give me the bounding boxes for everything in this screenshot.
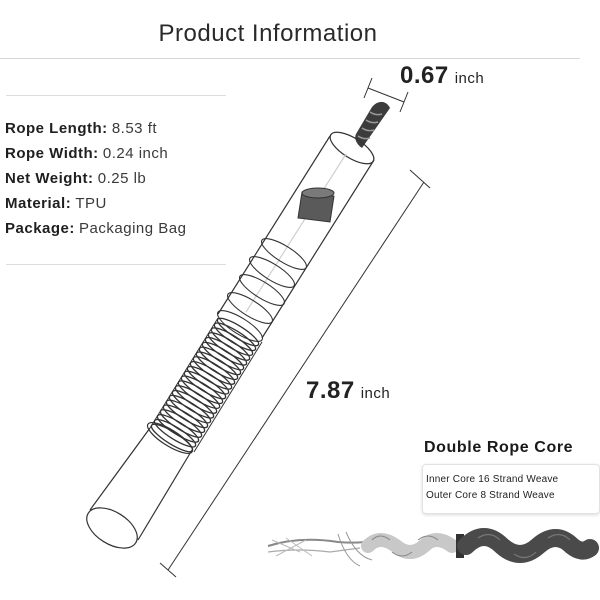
rope-width-dimension — [363, 77, 409, 113]
grip-rib — [153, 418, 197, 448]
spec-value: 0.24 inch — [102, 145, 169, 162]
spec-row-package: Package: Packaging Bag — [5, 216, 186, 241]
specs-top-divider — [6, 95, 226, 96]
dimension-value: 0.67 — [400, 62, 449, 89]
page-title: Product Information — [158, 20, 378, 47]
grip-rib — [168, 394, 212, 424]
grip-rib — [204, 336, 248, 366]
rope-segment-icon — [355, 101, 390, 148]
spec-value: Packaging Bag — [79, 220, 187, 237]
specs-bottom-divider — [6, 264, 226, 265]
dimension-unit: inch — [360, 385, 391, 402]
spec-row-net-weight: Net Weight: 0.25 lb — [5, 166, 186, 191]
rope-core-info-box: Inner Core 16 Strand Weave Outer Core 8 … — [422, 464, 600, 514]
spec-value: 8.53 ft — [111, 120, 158, 137]
rope-core-line-outer: Outer Core 8 Strand Weave — [426, 490, 555, 501]
grip-rib — [198, 346, 242, 376]
tube-rings — [216, 238, 308, 342]
grip-rib — [171, 389, 215, 419]
spec-row-rope-length: Rope Length: 8.53 ft — [5, 116, 186, 141]
grip-rib — [186, 365, 230, 395]
grip-rib — [156, 414, 200, 443]
dimension-unit: inch — [454, 70, 485, 87]
spec-label: Rope Width: — [5, 145, 99, 162]
title-divider — [0, 58, 580, 59]
spec-label: Package: — [5, 220, 75, 237]
handle-tube — [217, 131, 375, 339]
spec-value: 0.25 lb — [97, 170, 147, 187]
grip-rib — [207, 332, 251, 361]
rope-width-label: 0.67 inch — [400, 62, 484, 90]
grip-rib — [189, 361, 233, 390]
spec-label: Material: — [5, 195, 72, 212]
grip-rib — [216, 317, 260, 347]
spec-row-material: Material: TPU — [5, 191, 186, 216]
rope-core-line-inner: Inner Core 16 Strand Weave — [426, 474, 559, 485]
grip-rib — [201, 341, 245, 371]
spec-value: TPU — [75, 195, 107, 212]
rope-core-icon — [267, 528, 599, 567]
spec-row-rope-width: Rope Width: 0.24 inch — [5, 141, 186, 166]
grip-rib — [165, 399, 209, 429]
grip-rib — [183, 370, 227, 400]
handle-length-dimension — [159, 169, 431, 578]
spec-label: Net Weight: — [5, 170, 94, 187]
grip-ribs-detail — [150, 317, 260, 453]
handle-length-label: 7.87 inch — [306, 377, 390, 405]
bearing-block — [297, 187, 335, 223]
spec-label: Rope Length: — [5, 120, 108, 137]
handle-end-cap — [86, 422, 194, 549]
specs-list: Rope Length: 8.53 ft Rope Width: 0.24 in… — [5, 116, 186, 241]
rope-core-title: Double Rope Core — [424, 439, 574, 456]
dimension-value: 7.87 — [306, 377, 355, 404]
grip-rib — [174, 385, 218, 414]
